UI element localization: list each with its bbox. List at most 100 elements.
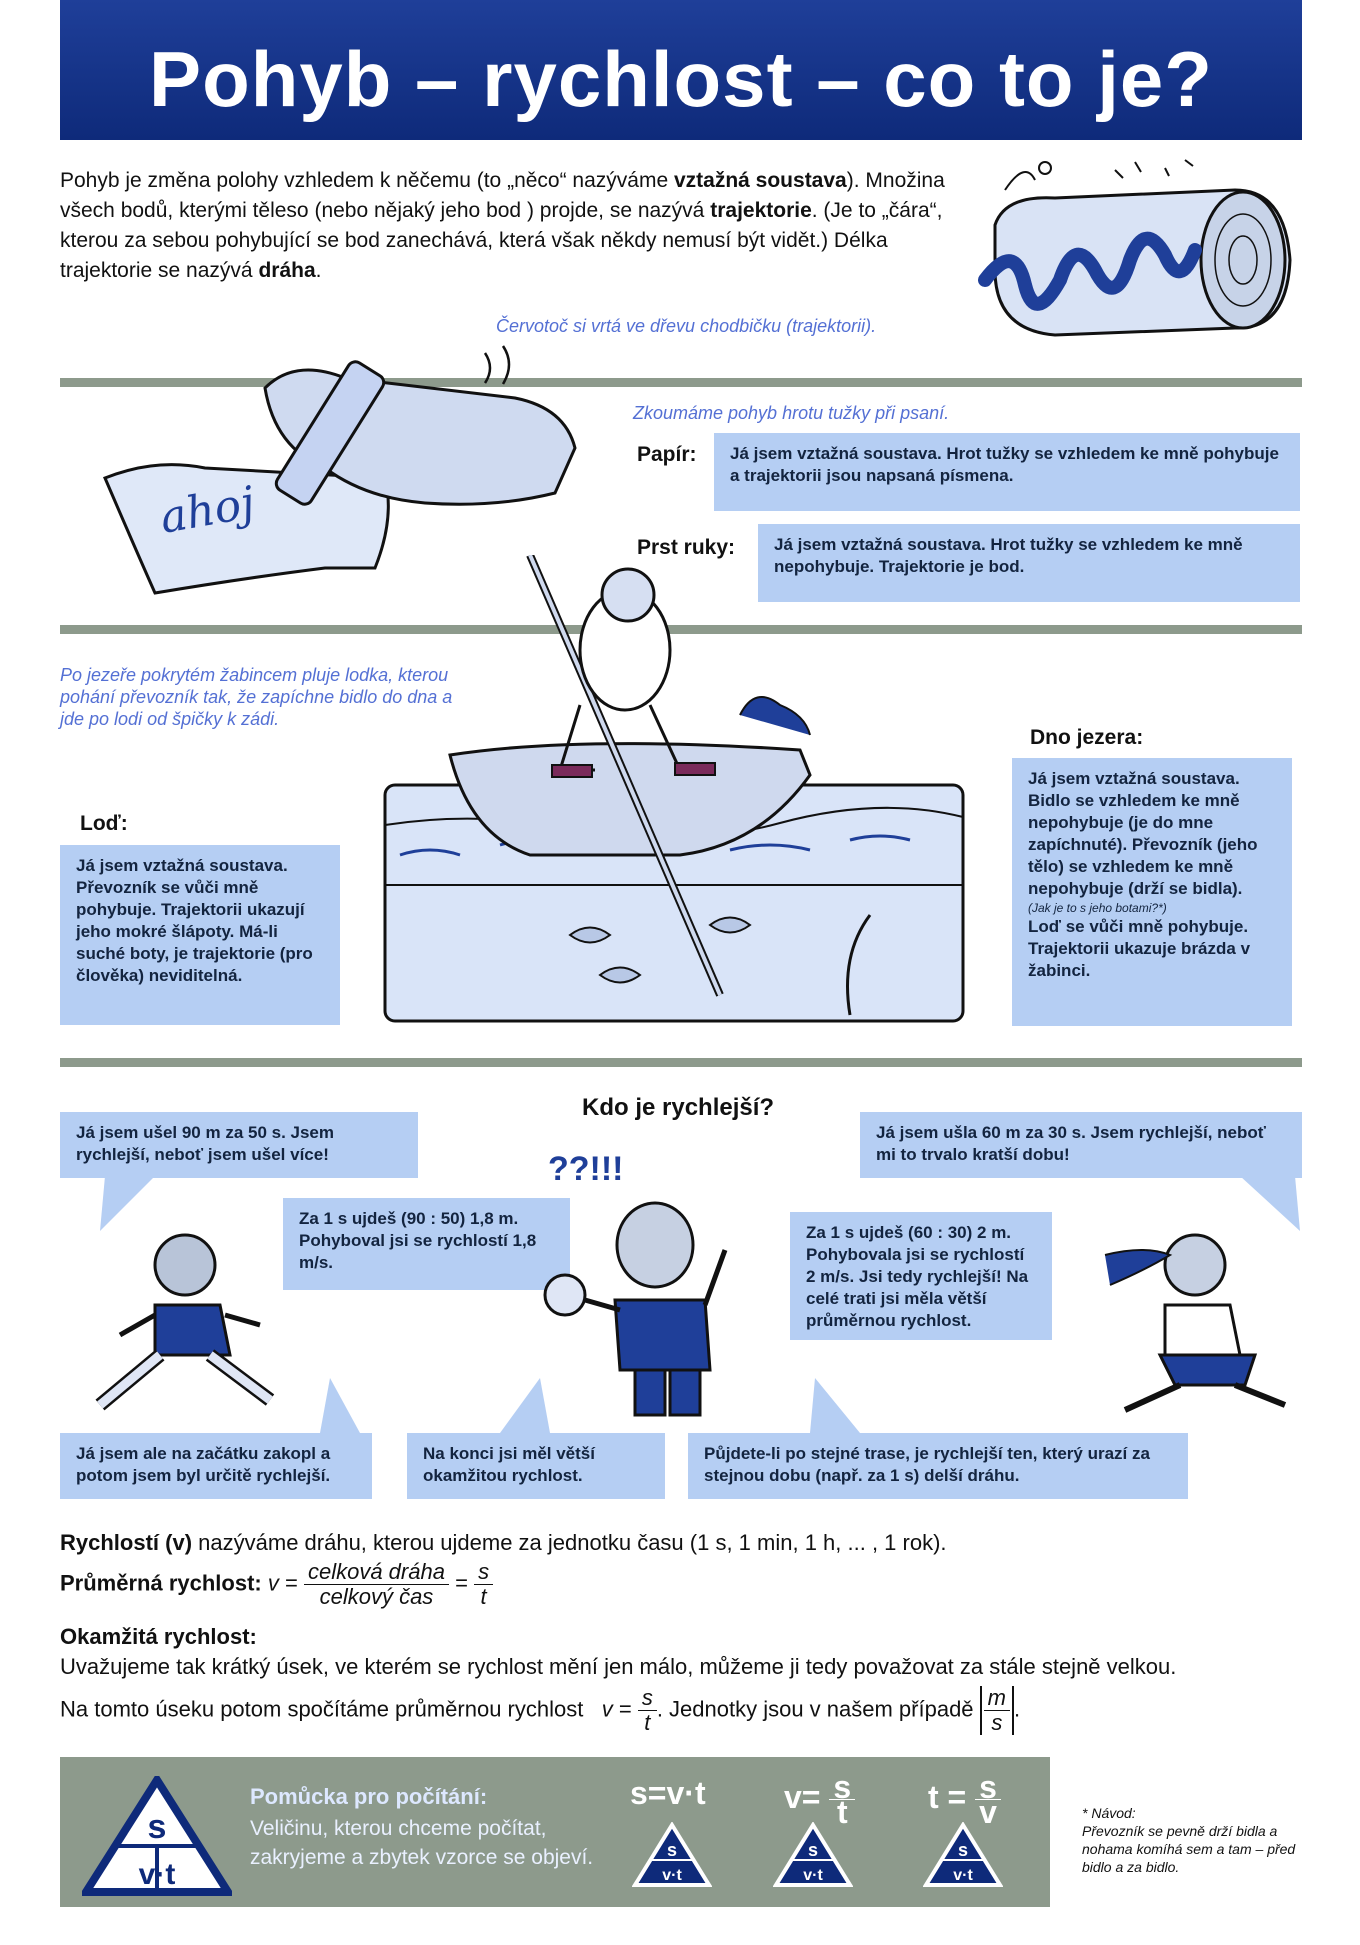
tri-t-vt: v·t — [953, 1867, 973, 1884]
instant-speed-line-1: Uvažujeme tak krátký úsek, ve kterém se … — [60, 1654, 1177, 1679]
paper-box: Já jsem vztažná soustava. Hrot tužky se … — [714, 433, 1300, 511]
intro-p2-end: . (Je to „čára“, kterou za sebou pohybuj… — [60, 199, 943, 282]
section-divider-2 — [60, 625, 1302, 634]
finger-box: Já jsem vztažná soustava. Hrot tužky se … — [758, 524, 1300, 602]
lake-bottom-box: Já jsem vztažná soustava. Bidlo se vzhle… — [1012, 758, 1292, 1026]
formula-t-left: t = — [928, 1778, 967, 1815]
intro-p1-end: ). — [846, 169, 860, 192]
inst-v-symbol: v — [601, 1696, 613, 1722]
speed-term: Rychlostí (v) — [60, 1530, 193, 1555]
intro-text: Pohyb je změna polohy vzhledem k něčemu … — [60, 166, 960, 286]
lake-bottom-label: Dno jezera: — [1030, 726, 1144, 749]
intro-p3-end: . — [315, 259, 322, 282]
walker-woman-illustration — [1104, 1233, 1287, 1413]
tri-large-vt: v·t — [139, 1858, 176, 1891]
inst-eq: = — [618, 1696, 632, 1722]
bubble-tail-left — [100, 1176, 155, 1231]
paper-label: Papír: — [637, 443, 697, 466]
calc-left-box: Za 1 s ujdeš (90 : 50) 1,8 m. Pohyboval … — [283, 1198, 570, 1290]
formula-v-fraction: s t — [829, 1771, 856, 1830]
unit-s: s — [991, 1710, 1003, 1735]
boat-label-text: Loď — [80, 812, 121, 835]
worm-caption: Červotoč si vrtá ve dřevu chodbičku (tra… — [496, 316, 877, 336]
instant-speed-line-2-text: Na tomto úseku potom spočítáme průměrnou… — [60, 1696, 584, 1722]
footnote: * Návod: Převozník se pevně drží bidla a… — [1082, 1804, 1312, 1876]
tri-s-s: s — [667, 1840, 677, 1860]
bubble-walker-left: Já jsem ušel 90 m za 50 s. Jsem rychlejš… — [60, 1112, 418, 1178]
tri-v-vt: v·t — [803, 1867, 823, 1884]
wood-log-illustration — [978, 159, 1292, 337]
formula-v-num: s — [829, 1771, 856, 1803]
unit-fraction: m s — [979, 1686, 1014, 1735]
lake-bottom-text-2: Loď se vůči mně pohybuje. Trajektorii uk… — [1028, 917, 1251, 980]
intro-term-reference-frame: vztažná soustava — [673, 169, 847, 192]
speed-definition-text: nazýváme dráhu, kterou ujdeme za jednotk… — [198, 1530, 947, 1555]
average-speed-label: Průměrná rychlost: — [60, 1570, 262, 1596]
section-divider-3 — [60, 1058, 1302, 1067]
walker-man-illustration — [95, 1233, 275, 1411]
bottom-bubble-2: Na konci jsi měl větší okamžitou rychlos… — [407, 1433, 665, 1499]
formula-t-num: s — [975, 1771, 1001, 1803]
unit-m: m — [983, 1686, 1010, 1711]
lake-bottom-text: Já jsem vztažná soustava. Bidlo se vzhle… — [1028, 769, 1258, 898]
title-bar: Pohyb – rychlost – co to je? — [60, 0, 1302, 140]
avg-eq-2: = — [455, 1570, 468, 1596]
paper-label-text: Papír — [637, 443, 690, 466]
helper-triangle-t: s v·t — [923, 1822, 1003, 1887]
intro-term-trajectory: trajektorie — [710, 199, 812, 222]
instant-speed-line-2: Na tomto úseku potom spočítáme průměrnou… — [60, 1686, 1020, 1735]
finger-label: Prst ruky: — [637, 536, 736, 559]
formula-t-fraction: s v — [975, 1771, 1001, 1830]
inst-fraction: s t — [637, 1686, 657, 1735]
bottom-bubble-3: Půjdete-li po stejné trase, je rychlejší… — [688, 1433, 1188, 1499]
tri-t-s: s — [958, 1840, 968, 1860]
formula-v: v= s t — [784, 1771, 856, 1830]
formula-t-den: v — [979, 1794, 997, 1830]
inst-t-symbol: t — [644, 1710, 651, 1735]
tri-large-s: s — [148, 1808, 167, 1846]
boat-box: Já jsem vztažná soustava. Převozník se v… — [60, 845, 340, 1025]
average-speed-formula: Průměrná rychlost: v = celková dráha cel… — [60, 1560, 494, 1609]
avg-t-symbol: t — [480, 1584, 487, 1609]
bottom-bubble-tails — [320, 1378, 860, 1433]
speed-definition: Rychlostí (v) nazýváme dráhu, kterou ujd… — [60, 1528, 947, 1558]
avg-fraction-symbols: s t — [474, 1560, 494, 1609]
total-time: celkový čas — [319, 1584, 434, 1609]
intro-p2: Množina všech bodů, kterými těleso (nebo… — [60, 169, 945, 222]
avg-eq-1: = — [284, 1570, 298, 1596]
instant-speed-label: Okamžitá rychlost: — [60, 1624, 257, 1649]
section-divider-1 — [60, 378, 1302, 387]
lake-bottom-label-text: Dno jezera — [1030, 726, 1137, 749]
page-title: Pohyb – rychlost – co to je? — [149, 35, 1213, 123]
judge-man-illustration — [543, 1201, 728, 1417]
intro-p1: Pohyb je změna polohy vzhledem k něčemu … — [60, 169, 669, 192]
footnote-text: Převozník se pevně drží bidla a nohama k… — [1082, 1823, 1296, 1875]
formula-v-den: t — [836, 1794, 848, 1830]
avg-v-symbol: v — [267, 1570, 279, 1596]
lake-bottom-hint: (Jak je to s jeho botami?*) — [1028, 901, 1167, 915]
hand-writing-illustration — [103, 345, 577, 595]
units-period: . — [1014, 1696, 1021, 1722]
boat-label: Loď: — [80, 812, 128, 835]
units-text: . Jednotky jsou v našem případě — [656, 1696, 974, 1722]
formula-s: s=v·t — [630, 1775, 706, 1811]
avg-fraction-words: celková dráha celkový čas — [303, 1560, 449, 1609]
helper-triangle-s: s v·t — [632, 1822, 712, 1887]
pencil-caption: Zkoumáme pohyb hrotu tužky při psaní. — [633, 403, 950, 423]
inst-s-symbol: s — [637, 1686, 657, 1711]
confused-exclamation: ??!!! — [548, 1150, 624, 1188]
lake-boat-illustration — [383, 555, 965, 1023]
finger-label-text: Prst ruky — [637, 536, 729, 559]
intro-term-path: dráha — [258, 259, 316, 282]
formula-t: t = s v — [928, 1771, 1001, 1830]
tri-s-vt: v·t — [662, 1867, 682, 1884]
bubble-tail-right — [1240, 1176, 1300, 1231]
avg-s-symbol: s — [474, 1560, 494, 1585]
total-distance: celková dráha — [303, 1560, 449, 1585]
helper-triangle-large: s v·t — [82, 1776, 232, 1896]
boat-caption: Po jezeře pokrytém žabincem pluje lodka,… — [60, 665, 453, 729]
bottom-bubble-1: Já jsem ale na začátku zakopl a potom js… — [60, 1433, 372, 1499]
footnote-title: * Návod: — [1082, 1805, 1136, 1821]
helper-text: Veličinu, kterou chceme počítat, zakryje… — [250, 1817, 594, 1869]
helper-title: Pomůcka pro počítání: — [250, 1784, 488, 1809]
